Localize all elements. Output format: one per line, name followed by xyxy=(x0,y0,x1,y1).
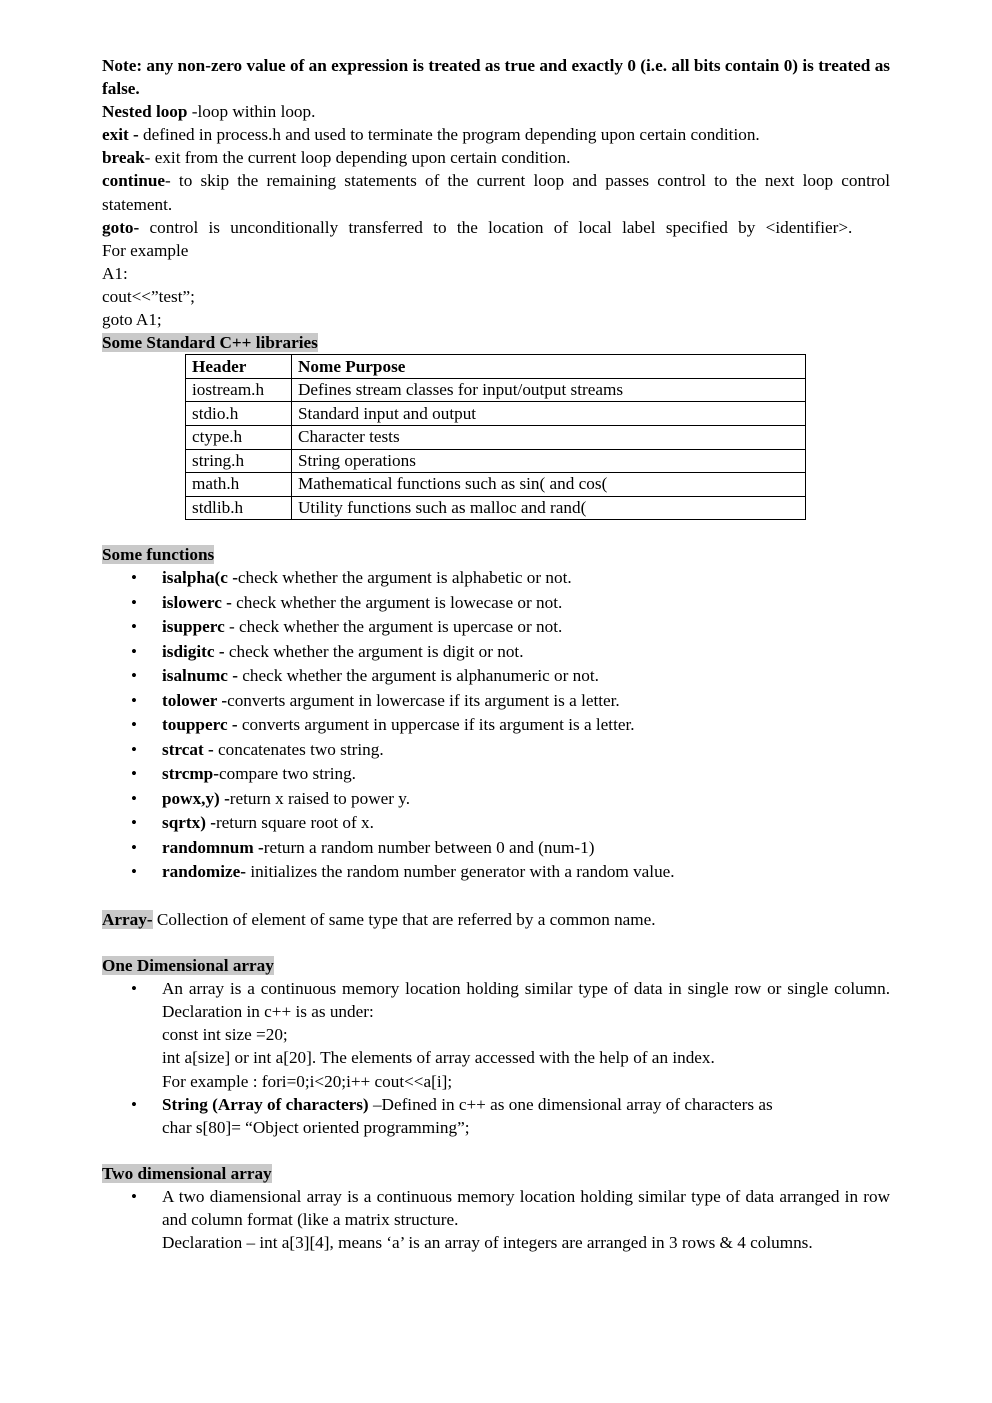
list-item: randomize- initializes the random number… xyxy=(102,860,890,885)
two-dimensional-list: A two diamensional array is a continuous… xyxy=(102,1185,890,1254)
list-item: powx,y) -return x raised to power y. xyxy=(102,787,890,812)
functions-list: isalpha(c -check whether the argument is… xyxy=(102,566,890,885)
table-cell: Character tests xyxy=(291,425,806,450)
list-item: An array is a continuous memory location… xyxy=(102,977,890,1092)
example-line: A1: xyxy=(102,263,128,283)
table-cell: String operations xyxy=(291,448,806,474)
section-heading-one-dimensional: One Dimensional array xyxy=(102,956,274,976)
list-item: randomnum -return a random number betwee… xyxy=(102,836,890,861)
list-item: isdigitc - check whether the argument is… xyxy=(102,640,890,665)
definition-exit: exit - defined in process.h and used to … xyxy=(102,125,760,145)
table-row: string.h String operations xyxy=(185,448,806,474)
definition-continue: continue- to skip the remaining statemen… xyxy=(102,171,890,214)
table-row: math.h Mathematical functions such as si… xyxy=(185,472,806,497)
spacer xyxy=(102,520,890,543)
note-paragraph: Note: any non-zero value of an expressio… xyxy=(102,56,890,99)
table-row: stdio.h Standard input and output xyxy=(185,401,806,426)
list-item: isalnumc - check whether the argument is… xyxy=(102,664,890,689)
list-item: isupperc - check whether the argument is… xyxy=(102,615,890,640)
table-cell: string.h xyxy=(185,448,292,474)
table-cell: stdlib.h xyxy=(185,495,292,521)
table-row: iostream.h Defines stream classes for in… xyxy=(185,377,806,403)
list-item: toupperc - converts argument in uppercas… xyxy=(102,713,890,738)
definition-nested-loop: Nested loop -loop within loop. xyxy=(102,102,316,122)
column-header: Nome Purpose xyxy=(291,354,806,379)
example-line: For example xyxy=(102,240,189,260)
list-item: A two diamensional array is a continuous… xyxy=(102,1185,890,1254)
list-item: tolower -converts argument in lowercase … xyxy=(102,689,890,714)
list-item: strcmp-compare two string. xyxy=(102,762,890,787)
spacer xyxy=(102,885,890,908)
example-line: cout<<”test”; xyxy=(102,286,195,306)
spacer xyxy=(102,1139,890,1162)
table-cell: stdio.h xyxy=(185,401,292,426)
table-cell: math.h xyxy=(185,472,292,497)
spacer xyxy=(102,931,890,954)
table-cell: ctype.h xyxy=(185,425,292,450)
list-item: islowerc - check whether the argument is… xyxy=(102,591,890,616)
table-cell: Utility functions such as malloc and ran… xyxy=(291,495,806,521)
definition-goto: goto- control is unconditionally transfe… xyxy=(102,217,853,237)
example-line: goto A1; xyxy=(102,310,162,330)
list-item: sqrtx) -return square root of x. xyxy=(102,811,890,836)
libraries-table: Header Nome Purpose iostream.h Defines s… xyxy=(185,354,806,521)
list-item: strcat - concatenates two string. xyxy=(102,738,890,763)
section-heading-functions: Some functions xyxy=(102,545,215,565)
array-definition: Array- Collection of element of same typ… xyxy=(102,909,656,929)
table-row: ctype.h Character tests xyxy=(185,425,806,450)
table-cell: iostream.h xyxy=(185,377,292,403)
document-page: Note: any non-zero value of an expressio… xyxy=(102,54,890,1254)
list-item: String (Array of characters) –Defined in… xyxy=(102,1093,890,1139)
table-cell: Mathematical functions such as sin( and … xyxy=(291,472,806,497)
column-header: Header xyxy=(185,354,292,379)
table-row: stdlib.h Utility functions such as mallo… xyxy=(185,495,806,521)
table-cell: Defines stream classes for input/output … xyxy=(291,377,806,403)
definition-break: break- exit from the current loop depend… xyxy=(102,148,571,168)
table-cell: Standard input and output xyxy=(291,401,806,426)
list-item: isalpha(c -check whether the argument is… xyxy=(102,566,890,591)
section-heading-two-dimensional: Two dimensional array xyxy=(102,1163,272,1183)
table-header-row: Header Nome Purpose xyxy=(185,354,806,379)
one-dimensional-list: An array is a continuous memory location… xyxy=(102,977,890,1139)
section-heading-libraries: Some Standard C++ libraries xyxy=(102,333,318,353)
